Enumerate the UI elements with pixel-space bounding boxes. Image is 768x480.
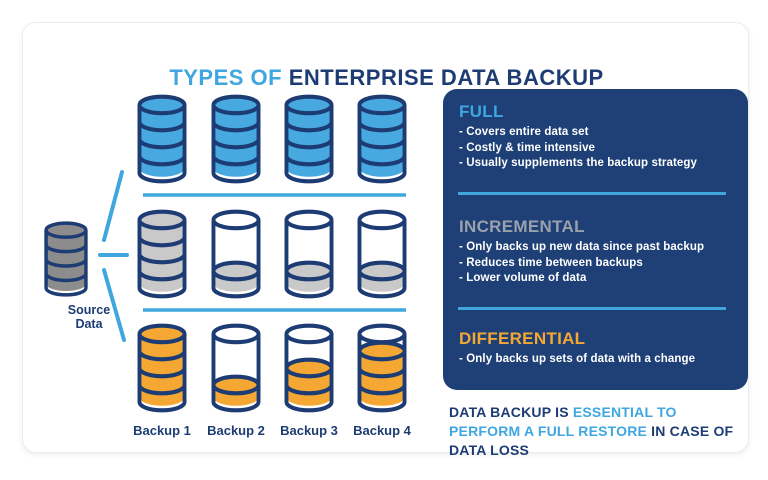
panel-section-incremental: INCREMENTAL - Only backs up new data sinc… bbox=[459, 217, 737, 287]
panel-section-heading: FULL bbox=[459, 102, 504, 121]
panel-bullet: - Only backs up sets of data with a chan… bbox=[459, 353, 696, 365]
cylinder-full-backup-3 bbox=[283, 93, 335, 185]
title-main: ENTERPRISE DATA BACKUP bbox=[288, 65, 604, 90]
panel-bullet: - Costly & time intensive bbox=[459, 141, 596, 154]
panel-bullet: - Reduces time between backups bbox=[459, 256, 643, 269]
bottom-caption: DATA BACKUP IS ESSENTIAL TO PERFORM A FU… bbox=[449, 403, 751, 460]
source-label-line2: Data bbox=[75, 317, 103, 331]
cylinder-incremental-backup-2 bbox=[210, 208, 262, 300]
caption-segment: ESSENTIAL TO PERFORM A FULL RESTORE bbox=[449, 404, 677, 439]
panel-divider bbox=[458, 192, 726, 195]
source-connector-up bbox=[102, 170, 124, 242]
panel-bullet: - Lower volume of data bbox=[459, 272, 587, 284]
source-data-label: Source Data bbox=[43, 303, 135, 331]
cylinder-full-backup-4 bbox=[356, 93, 408, 185]
source-label-line1: Source bbox=[67, 303, 111, 317]
page-title: TYPES OF ENTERPRISE DATA BACKUP bbox=[23, 65, 750, 91]
panel-divider bbox=[458, 307, 726, 310]
cylinder-full-backup-2 bbox=[210, 93, 262, 185]
cylinder-differential-backup-4 bbox=[356, 322, 408, 414]
panel-bullet: - Covers entire data set bbox=[459, 126, 589, 138]
panel-bullet: - Usually supplements the backup strateg… bbox=[459, 157, 697, 169]
cylinder-differential-backup-3 bbox=[283, 322, 335, 414]
panel-section-differential: DIFFERENTIAL - Only backs up sets of data… bbox=[459, 329, 737, 368]
panel-bullet: - Only backs up new data since past back… bbox=[459, 241, 705, 253]
cylinder-incremental-backup-4 bbox=[356, 208, 408, 300]
caption-segment: DATA BACKUP IS bbox=[449, 404, 573, 420]
backup-label-3: Backup 3 bbox=[280, 423, 338, 438]
cylinder-incremental-backup-1 bbox=[136, 208, 188, 300]
infographic-card: TYPES OF ENTERPRISE DATA BACKUP Source D… bbox=[22, 22, 750, 458]
caption-segment: IN CASE OF DATA LOSS bbox=[449, 423, 734, 458]
backup-label-2: Backup 2 bbox=[207, 423, 265, 438]
panel-section-heading: INCREMENTAL bbox=[459, 217, 585, 236]
panel-section-full: FULL - Covers entire data set - Costly & t… bbox=[459, 102, 737, 172]
panel-section-heading: DIFFERENTIAL bbox=[459, 329, 586, 348]
cylinder-differential-backup-1 bbox=[136, 322, 188, 414]
backup-label-4: Backup 4 bbox=[353, 423, 411, 438]
cylinder-full-backup-1 bbox=[136, 93, 188, 185]
source-data-cylinder bbox=[43, 220, 89, 298]
backup-label-1: Backup 1 bbox=[133, 423, 191, 438]
cylinder-differential-backup-2 bbox=[210, 322, 262, 414]
info-panel: FULL - Covers entire data set - Costly & t… bbox=[443, 89, 748, 390]
title-prefix: TYPES OF bbox=[169, 65, 289, 90]
cylinder-incremental-backup-3 bbox=[283, 208, 335, 300]
